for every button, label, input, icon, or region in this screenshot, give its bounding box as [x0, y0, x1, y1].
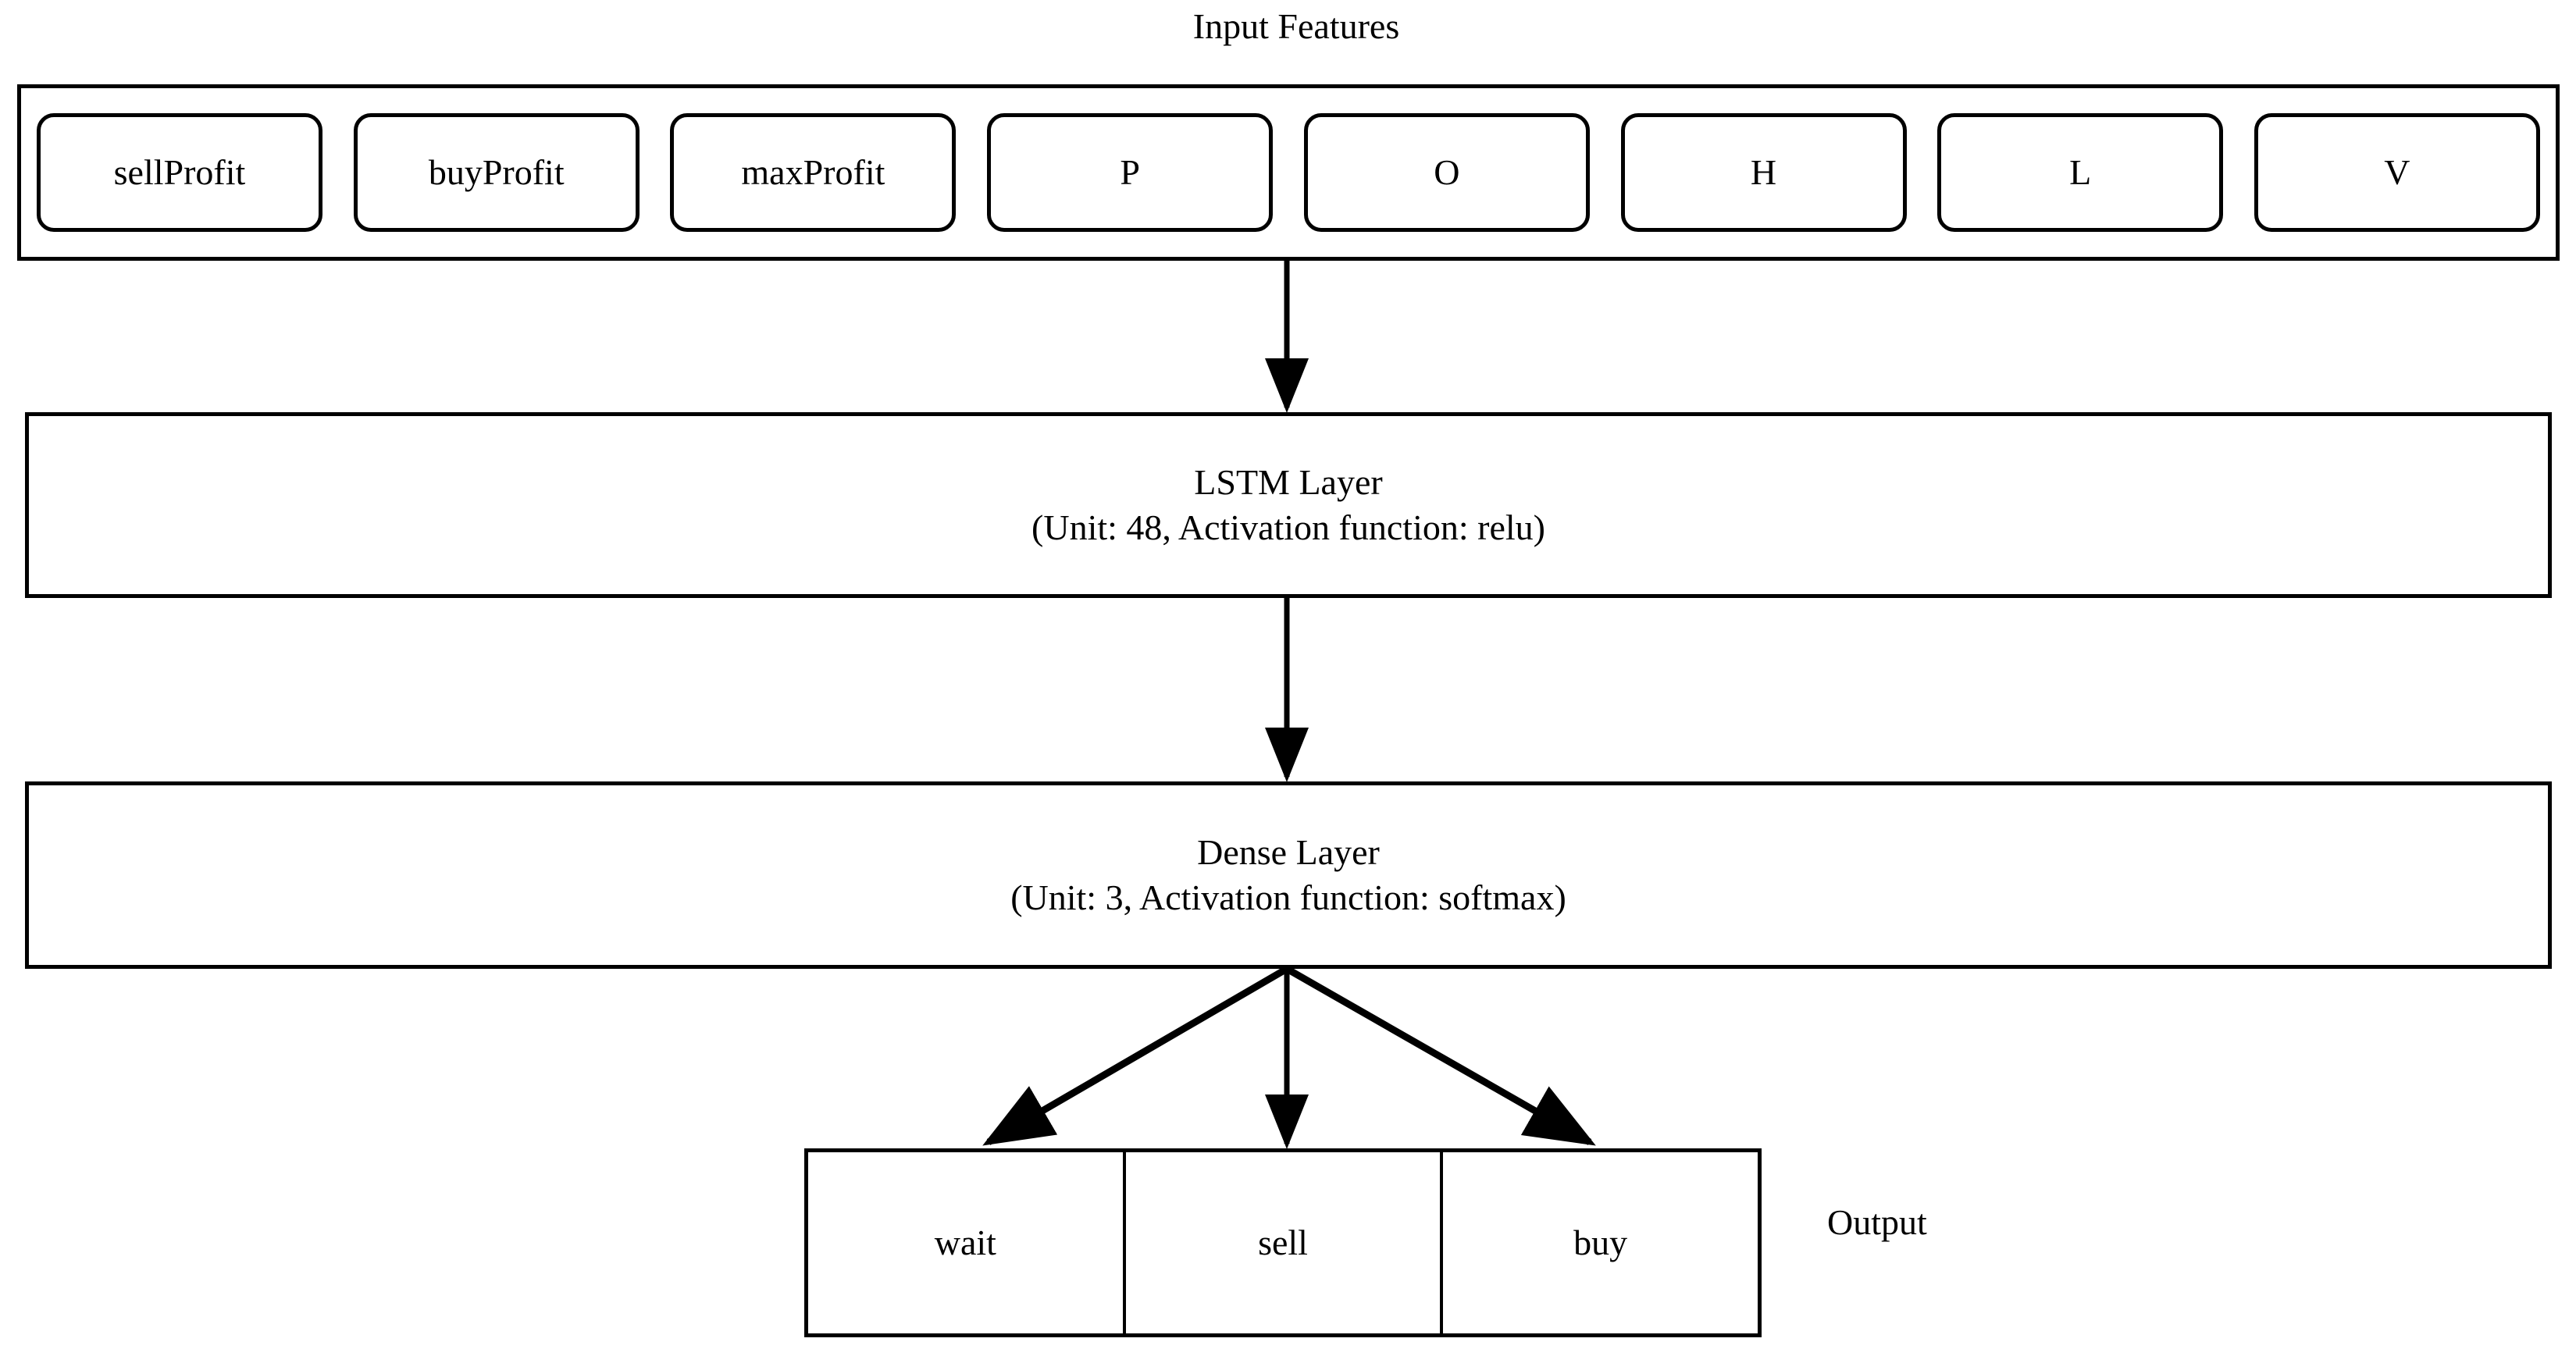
feature-label: maxProfit	[741, 152, 885, 192]
output-table: wait sell buy	[804, 1148, 1762, 1337]
feature-label: buyProfit	[428, 152, 565, 192]
output-label-text: buy	[1573, 1223, 1628, 1262]
arrow-dense-to-wait	[982, 966, 1289, 1146]
input-features-container: sellProfit buyProfit maxProfit P O H L V	[17, 84, 2560, 261]
arrow-dense-to-buy	[1284, 966, 1596, 1146]
feature-label: P	[1120, 152, 1140, 192]
lstm-layer-name: LSTM Layer	[1194, 462, 1383, 502]
lstm-layer-box[interactable]: LSTM Layer (Unit: 48, Activation functio…	[25, 412, 2552, 598]
feature-label: L	[2069, 152, 2092, 192]
feature-label: sellProfit	[113, 152, 246, 192]
page-title: Input Features	[1192, 6, 1400, 46]
feature-box-sellprofit[interactable]: sellProfit	[37, 113, 322, 232]
feature-box-buyprofit[interactable]: buyProfit	[353, 113, 640, 232]
dense-layer-box[interactable]: Dense Layer (Unit: 3, Activation functio…	[25, 781, 2552, 969]
output-label-text: wait	[934, 1223, 996, 1262]
feature-box-o[interactable]: O	[1303, 113, 1590, 232]
output-caption: Output	[1827, 1202, 1927, 1242]
output-cell-sell[interactable]: sell	[1126, 1152, 1444, 1333]
dense-layer-name: Dense Layer	[1197, 832, 1380, 872]
feature-label: V	[2384, 152, 2410, 192]
lstm-layer-params: (Unit: 48, Activation function: relu)	[1031, 507, 1545, 547]
feature-box-l[interactable]: L	[1937, 113, 2224, 232]
feature-box-p[interactable]: P	[987, 113, 1274, 232]
output-label-text: sell	[1258, 1223, 1308, 1262]
feature-box-v[interactable]: V	[2254, 113, 2540, 232]
feature-label: O	[1434, 152, 1460, 192]
feature-box-maxprofit[interactable]: maxProfit	[670, 113, 957, 232]
input-features-row: sellProfit buyProfit maxProfit P O H L V	[21, 88, 2556, 257]
output-cell-wait[interactable]: wait	[808, 1152, 1126, 1333]
output-cell-buy[interactable]: buy	[1443, 1152, 1758, 1333]
dense-layer-params: (Unit: 3, Activation function: softmax)	[1010, 877, 1566, 917]
feature-label: H	[1750, 152, 1777, 192]
feature-box-h[interactable]: H	[1620, 113, 1907, 232]
